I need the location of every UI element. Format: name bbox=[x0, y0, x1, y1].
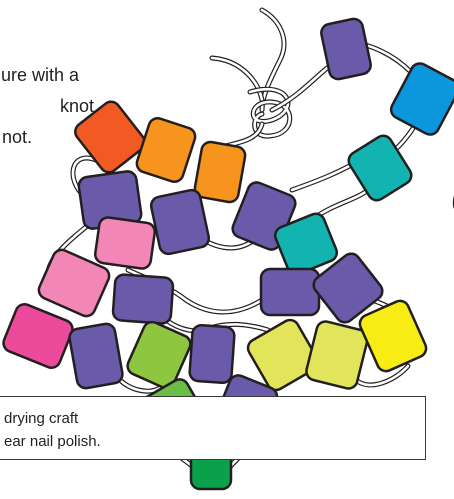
note-box bbox=[0, 396, 426, 460]
instruction-line-2: knot. bbox=[60, 97, 99, 115]
bead-orange-2 bbox=[193, 141, 246, 204]
instruction-line-1: ure with a bbox=[1, 66, 79, 84]
bead-yellow bbox=[357, 298, 429, 374]
bead-purple-bottom-center bbox=[189, 325, 235, 384]
bead-purple-center-upper bbox=[150, 188, 211, 255]
note-line-2: ear nail polish. bbox=[4, 434, 101, 449]
bead-pink-upper bbox=[94, 216, 156, 269]
bead-orange-1 bbox=[135, 116, 198, 184]
bead-purple-lower-left bbox=[68, 322, 124, 389]
bead-purple-mid-left bbox=[112, 274, 173, 324]
note-line-1: drying craft bbox=[4, 411, 78, 426]
bead-purple-mid-right-1 bbox=[261, 269, 319, 315]
bead-blue bbox=[388, 60, 454, 137]
bead-magenta bbox=[1, 302, 75, 371]
bead-purple-top bbox=[320, 17, 373, 81]
instruction-line-3: not. bbox=[2, 128, 32, 146]
